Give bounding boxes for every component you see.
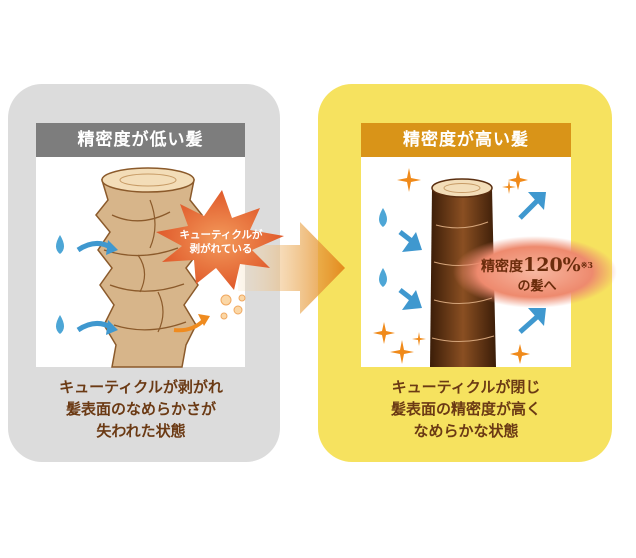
density-120-label: 精密度120%※3 の髪へ bbox=[478, 255, 596, 297]
caption-line: 髪表面のなめらかさが bbox=[26, 398, 256, 420]
caption-line: なめらかな状態 bbox=[350, 420, 582, 442]
caption-line: キューティクルが閉じ bbox=[350, 376, 582, 398]
bubble-note: ※3 bbox=[581, 260, 593, 270]
sparkle-icon bbox=[502, 180, 516, 194]
sparkle-icon bbox=[412, 332, 426, 346]
burst-label-line1: キューティクルが bbox=[160, 228, 282, 242]
blue-flow-arrow-icon bbox=[400, 290, 422, 310]
damaged-hair-illustration bbox=[96, 168, 202, 367]
sparkle-icon bbox=[510, 344, 530, 364]
bubble-value: 120% bbox=[523, 254, 581, 276]
high-density-caption: キューティクルが閉じ 髪表面の精密度が高く なめらかな状態 bbox=[350, 376, 582, 442]
low-density-caption: キューティクルが剥がれ 髪表面のなめらかさが 失われた状態 bbox=[26, 376, 256, 442]
cuticle-peeling-label: キューティクルが 剥がれている bbox=[160, 228, 282, 256]
sparkle-icon bbox=[373, 322, 395, 344]
caption-line: 失われた状態 bbox=[26, 420, 256, 442]
water-drop-icon bbox=[379, 268, 387, 287]
debris-bubbles bbox=[221, 295, 245, 319]
blue-flow-arrow-icon bbox=[520, 192, 546, 218]
sparkle-icon bbox=[390, 340, 414, 364]
blue-flow-arrow-icon bbox=[520, 308, 546, 332]
burst-label-line2: 剥がれている bbox=[160, 242, 282, 256]
caption-line: 髪表面の精密度が高く bbox=[350, 398, 582, 420]
water-drop-icon bbox=[379, 208, 387, 227]
bubble-label-line2: の髪へ bbox=[478, 277, 596, 297]
water-drop-icon bbox=[56, 235, 64, 254]
bubble-label-prefix: 精密度 bbox=[481, 259, 523, 275]
caption-line: キューティクルが剥がれ bbox=[26, 376, 256, 398]
water-drop-icon bbox=[56, 315, 64, 334]
blue-flow-arrow-icon bbox=[400, 232, 422, 252]
sparkle-icon bbox=[397, 168, 421, 192]
